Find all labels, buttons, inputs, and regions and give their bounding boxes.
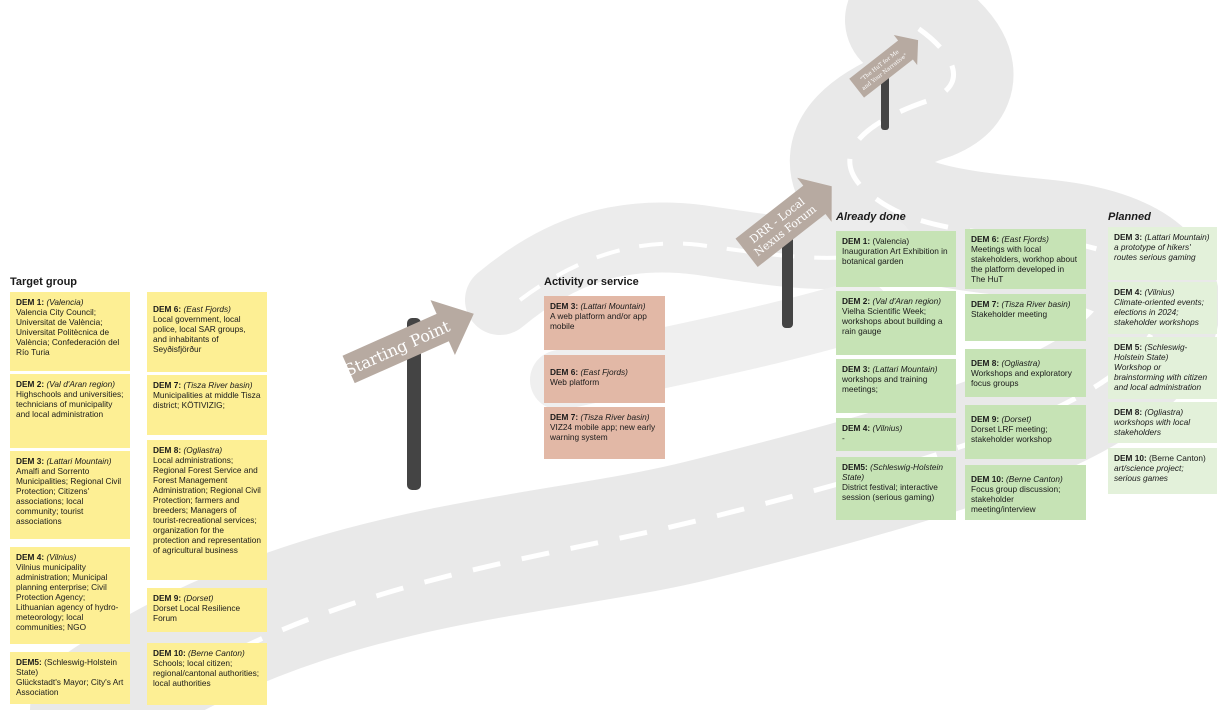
done-box-dem5: DEM5: (Schleswig-Holstein State)District… [836, 457, 956, 520]
target-box-dem3: DEM 3: (Lattari Mountain)Amalfi and Sorr… [10, 451, 130, 539]
activity-heading: Activity or service [544, 276, 639, 288]
planned-box-dem5: DEM 5: (Schleswig-Holstein State)Worksho… [1108, 337, 1217, 399]
arrow-sign [735, 177, 832, 267]
done-box-dem2: DEM 2: (Val d'Aran region)Vielha Scienti… [836, 291, 956, 355]
arrow-sign [342, 300, 474, 384]
done-box-dem4: DEM 4: (Vilnius)- [836, 418, 956, 451]
done-box-dem8: DEM 8: (Ogliastra)Workshops and explorat… [965, 349, 1086, 397]
target-box-dem1: DEM 1: (Valencia)Valencia City Council; … [10, 292, 130, 371]
target-box-dem8: DEM 8: (Ogliastra)Local administrations;… [147, 440, 267, 580]
done-box-dem1: DEM 1: (Valencia)Inauguration Art Exhibi… [836, 231, 956, 287]
target-box-dem4: DEM 4: (Vilnius)Vilnius municipality adm… [10, 547, 130, 644]
arrow-sign [849, 35, 919, 98]
done-box-dem7: DEM 7: (Tisza River basin)Stakeholder me… [965, 294, 1086, 341]
starting-point-label: Starting Point [342, 316, 454, 380]
done-box-dem3: DEM 3: (Lattari Mountain)workshops and t… [836, 359, 956, 413]
target-box-dem10: DEM 10: (Berne Canton)Schools; local cit… [147, 643, 267, 705]
signpost-pole [407, 318, 421, 490]
target-box-dem6: DEM 6: (East Fjords)Local government, lo… [147, 292, 267, 372]
target-group-heading: Target group [10, 276, 78, 288]
done-box-dem9: DEM 9: (Dorset)Dorset LRF meeting; stake… [965, 405, 1086, 459]
planned-box-dem4: DEM 4: (Vilnius)Climate-oriented events;… [1108, 282, 1217, 334]
done-box-dem6: DEM 6: (East Fjords)Meetings with local … [965, 229, 1086, 289]
starting-point-signpost: Starting Point [342, 300, 474, 490]
planned-heading: Planned [1108, 211, 1151, 223]
target-box-dem9: DEM 9: (Dorset)Dorset Local Resilience F… [147, 588, 267, 632]
done-box-dem10: DEM 10: (Berne Canton)Focus group discus… [965, 465, 1086, 520]
planned-box-dem8: DEM 8: (Ogliastra)workshops with local s… [1108, 402, 1217, 443]
activity-box-dem6: DEM 6: (East Fjords)Web platform [544, 355, 665, 403]
target-box-dem5: DEM5: (Schleswig-Holstein State)Glücksta… [10, 652, 130, 704]
activity-box-dem7: DEM 7: (Tisza River basin)VIZ24 mobile a… [544, 407, 665, 459]
planned-box-dem3: DEM 3: (Lattari Mountain)a prototype of … [1108, 227, 1217, 280]
activity-box-dem3: DEM 3: (Lattari Mountain)A web platform … [544, 296, 665, 350]
already-done-heading: Already done [836, 211, 906, 223]
target-box-dem2: DEM 2: (Val d'Aran region)Highschools an… [10, 374, 130, 448]
planned-box-dem10: DEM 10: (Berne Canton)art/science projec… [1108, 448, 1217, 494]
target-box-dem7: DEM 7: (Tisza River basin)Municipalities… [147, 375, 267, 435]
